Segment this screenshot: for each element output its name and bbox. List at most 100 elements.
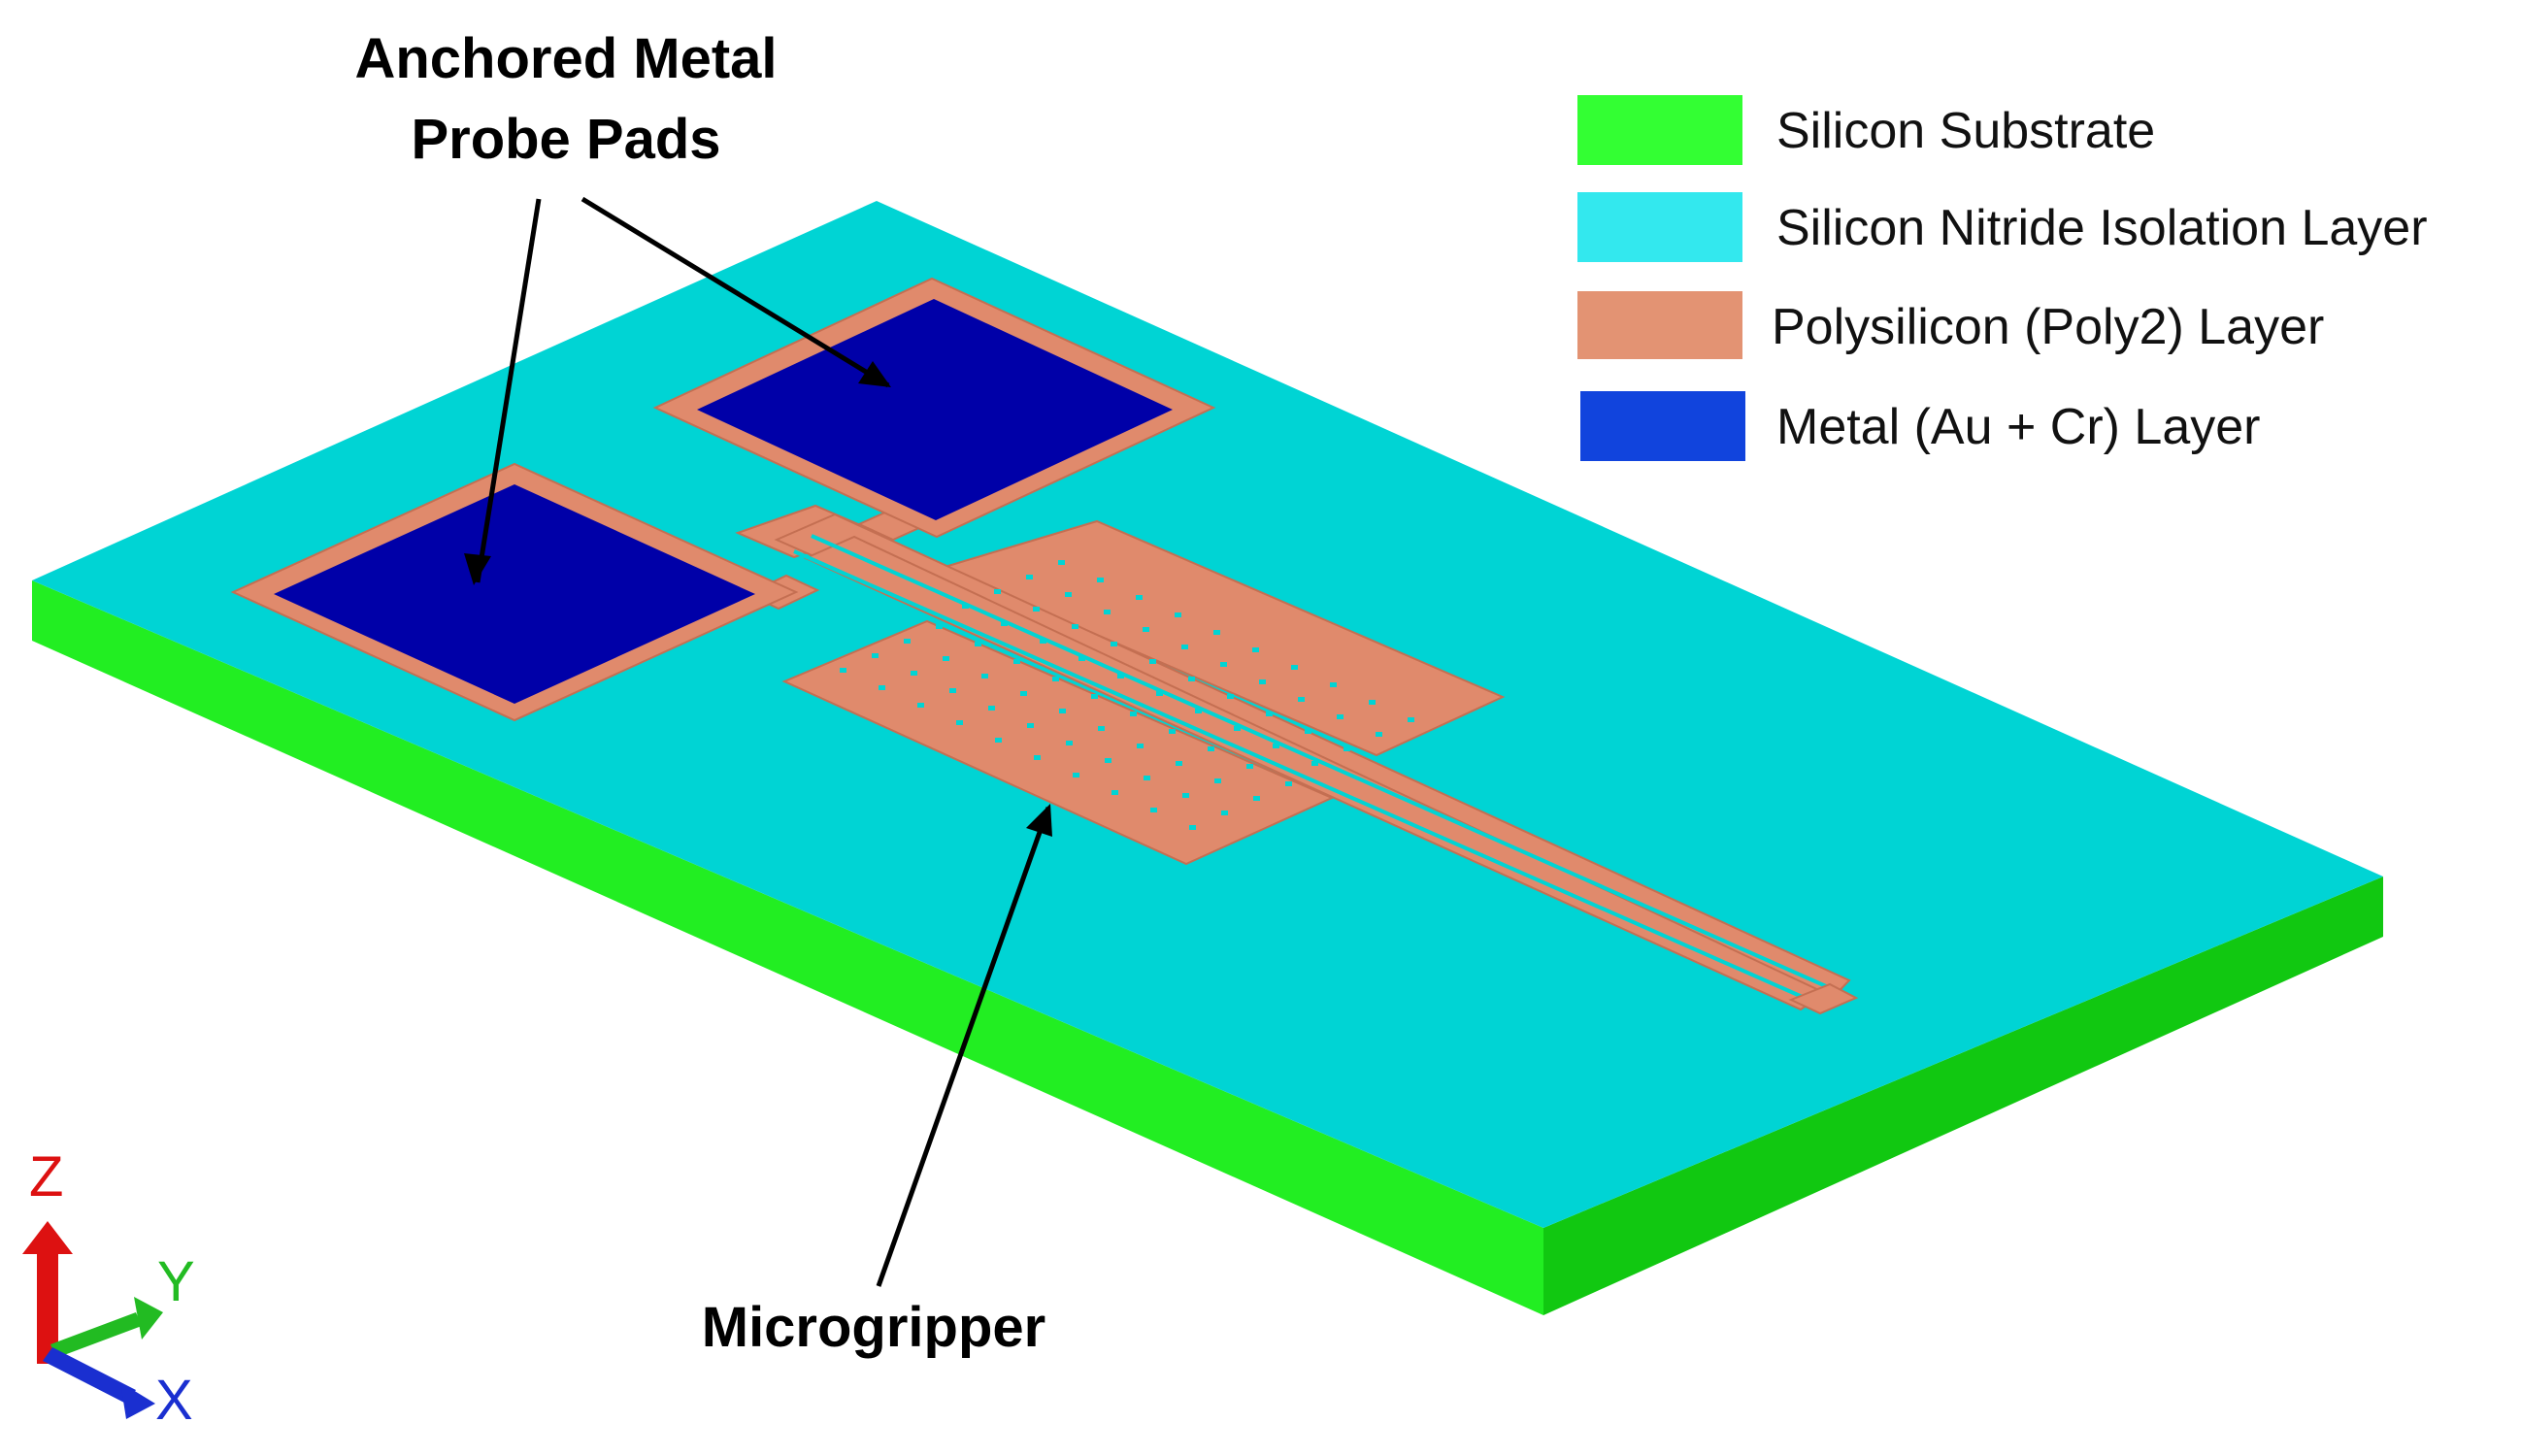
etch-hole — [936, 624, 943, 629]
etch-hole — [1182, 793, 1189, 798]
etch-hole — [1078, 656, 1085, 661]
etch-hole — [1150, 808, 1157, 812]
gripper-slot-upper — [811, 534, 1836, 992]
etch-hole — [1253, 796, 1260, 801]
etch-hole — [1252, 647, 1259, 652]
z-axis-shaft — [37, 1252, 58, 1364]
y-axis-head — [134, 1297, 163, 1340]
arrow-head-right — [858, 361, 891, 387]
etch-hole — [1176, 761, 1182, 766]
etch-hole — [879, 685, 885, 690]
etch-hole — [1156, 691, 1163, 696]
etch-hole — [1246, 764, 1253, 769]
etch-hole — [1058, 560, 1065, 565]
etch-hole — [1189, 825, 1196, 830]
etch-hole — [1033, 607, 1040, 612]
etch-hole — [1001, 621, 1008, 626]
axis-triad: Z Y X — [22, 1145, 195, 1432]
etch-hole — [1408, 717, 1414, 722]
substrate-front-face — [32, 580, 1543, 1315]
arrow-head-microgripper — [1026, 804, 1052, 837]
callout-arrows — [475, 196, 1051, 1287]
etch-hole — [1149, 659, 1156, 664]
etch-hole — [1137, 744, 1144, 748]
x-axis-arrow — [43, 1347, 155, 1419]
silicon-substrate — [32, 580, 2383, 1315]
substrate-side-face — [1543, 877, 2383, 1315]
probe-pads-label-line1: Anchored Metal — [354, 27, 777, 90]
etch-hole — [1169, 729, 1176, 734]
etch-hole — [1104, 610, 1111, 614]
etch-hole — [1117, 674, 1124, 678]
probe-pads-label-line2: Probe Pads — [411, 108, 720, 171]
etch-hole — [1097, 578, 1104, 582]
etch-hole — [872, 653, 879, 658]
z-axis-label: Z — [29, 1145, 63, 1208]
etch-hole — [1234, 726, 1241, 731]
etch-hole — [1105, 758, 1111, 763]
etch-hole — [956, 720, 963, 725]
etch-hole — [1195, 709, 1202, 713]
etch-hole — [943, 656, 949, 661]
etch-hole — [1220, 662, 1227, 667]
etch-hole — [981, 674, 988, 678]
etch-hole — [1273, 744, 1279, 748]
gripper-front-electrode — [781, 619, 1335, 866]
legend-label-nitride: Silicon Nitride Isolation Layer — [1776, 200, 2428, 256]
etch-hole — [994, 589, 1001, 594]
etch-hole — [1052, 677, 1059, 681]
etch-hole — [1034, 755, 1041, 760]
microgripper-label: Microgripper — [702, 1296, 1046, 1359]
etch-hole — [1376, 732, 1382, 737]
etch-hole — [1020, 691, 1027, 696]
etch-hole — [1027, 723, 1034, 728]
arrow-head-left — [464, 553, 491, 585]
legend-swatch-substrate — [1577, 95, 1742, 165]
probe-pad-back — [652, 277, 1216, 539]
microgripper — [735, 504, 1859, 1015]
legend-label-metal: Metal (Au + Cr) Layer — [1776, 399, 2261, 455]
etch-hole — [840, 668, 846, 673]
etch-hole — [1181, 645, 1188, 649]
etch-hole — [1266, 711, 1273, 716]
z-axis-head — [22, 1221, 73, 1254]
etch-hole — [1221, 811, 1228, 815]
y-axis-shaft — [50, 1312, 142, 1358]
etch-hole — [1026, 575, 1033, 579]
y-axis-label: Y — [157, 1250, 195, 1313]
etch-hole — [917, 703, 924, 708]
etch-hole — [1330, 682, 1337, 687]
etch-hole — [1188, 677, 1195, 681]
x-axis-shaft — [43, 1347, 136, 1404]
legend-label-substrate: Silicon Substrate — [1776, 103, 2155, 159]
etch-hole — [1311, 761, 1318, 766]
probe-pad-front-metal — [274, 484, 755, 704]
etch-hole — [1213, 630, 1220, 635]
etch-hole — [1227, 694, 1234, 699]
etch-hole — [1208, 746, 1214, 751]
etch-hole — [1285, 781, 1292, 786]
etch-hole — [904, 639, 911, 644]
etch-hole — [911, 671, 917, 676]
etch-hole — [1343, 746, 1350, 751]
etch-hole — [1059, 709, 1066, 713]
etch-hole — [1259, 679, 1266, 684]
arrow-heads — [464, 361, 1052, 837]
etch-hole — [1130, 711, 1137, 716]
etch-hole — [1091, 694, 1098, 699]
probe-pad-arrow-left — [475, 198, 542, 583]
probe-pad-back-metal — [697, 299, 1173, 520]
gripper-slot-lower — [793, 549, 1814, 1004]
etch-hole — [988, 706, 995, 711]
z-axis-arrow — [22, 1221, 73, 1364]
x-axis-label: X — [155, 1369, 193, 1432]
legend-swatch-nitride — [1577, 192, 1742, 262]
etch-holes-back — [962, 560, 1414, 766]
etch-hole — [1291, 665, 1298, 670]
gripper-tip — [1788, 982, 1859, 1015]
etch-hole — [1337, 714, 1343, 719]
etch-hole — [1040, 639, 1046, 644]
legend-swatch-metal — [1580, 391, 1745, 461]
